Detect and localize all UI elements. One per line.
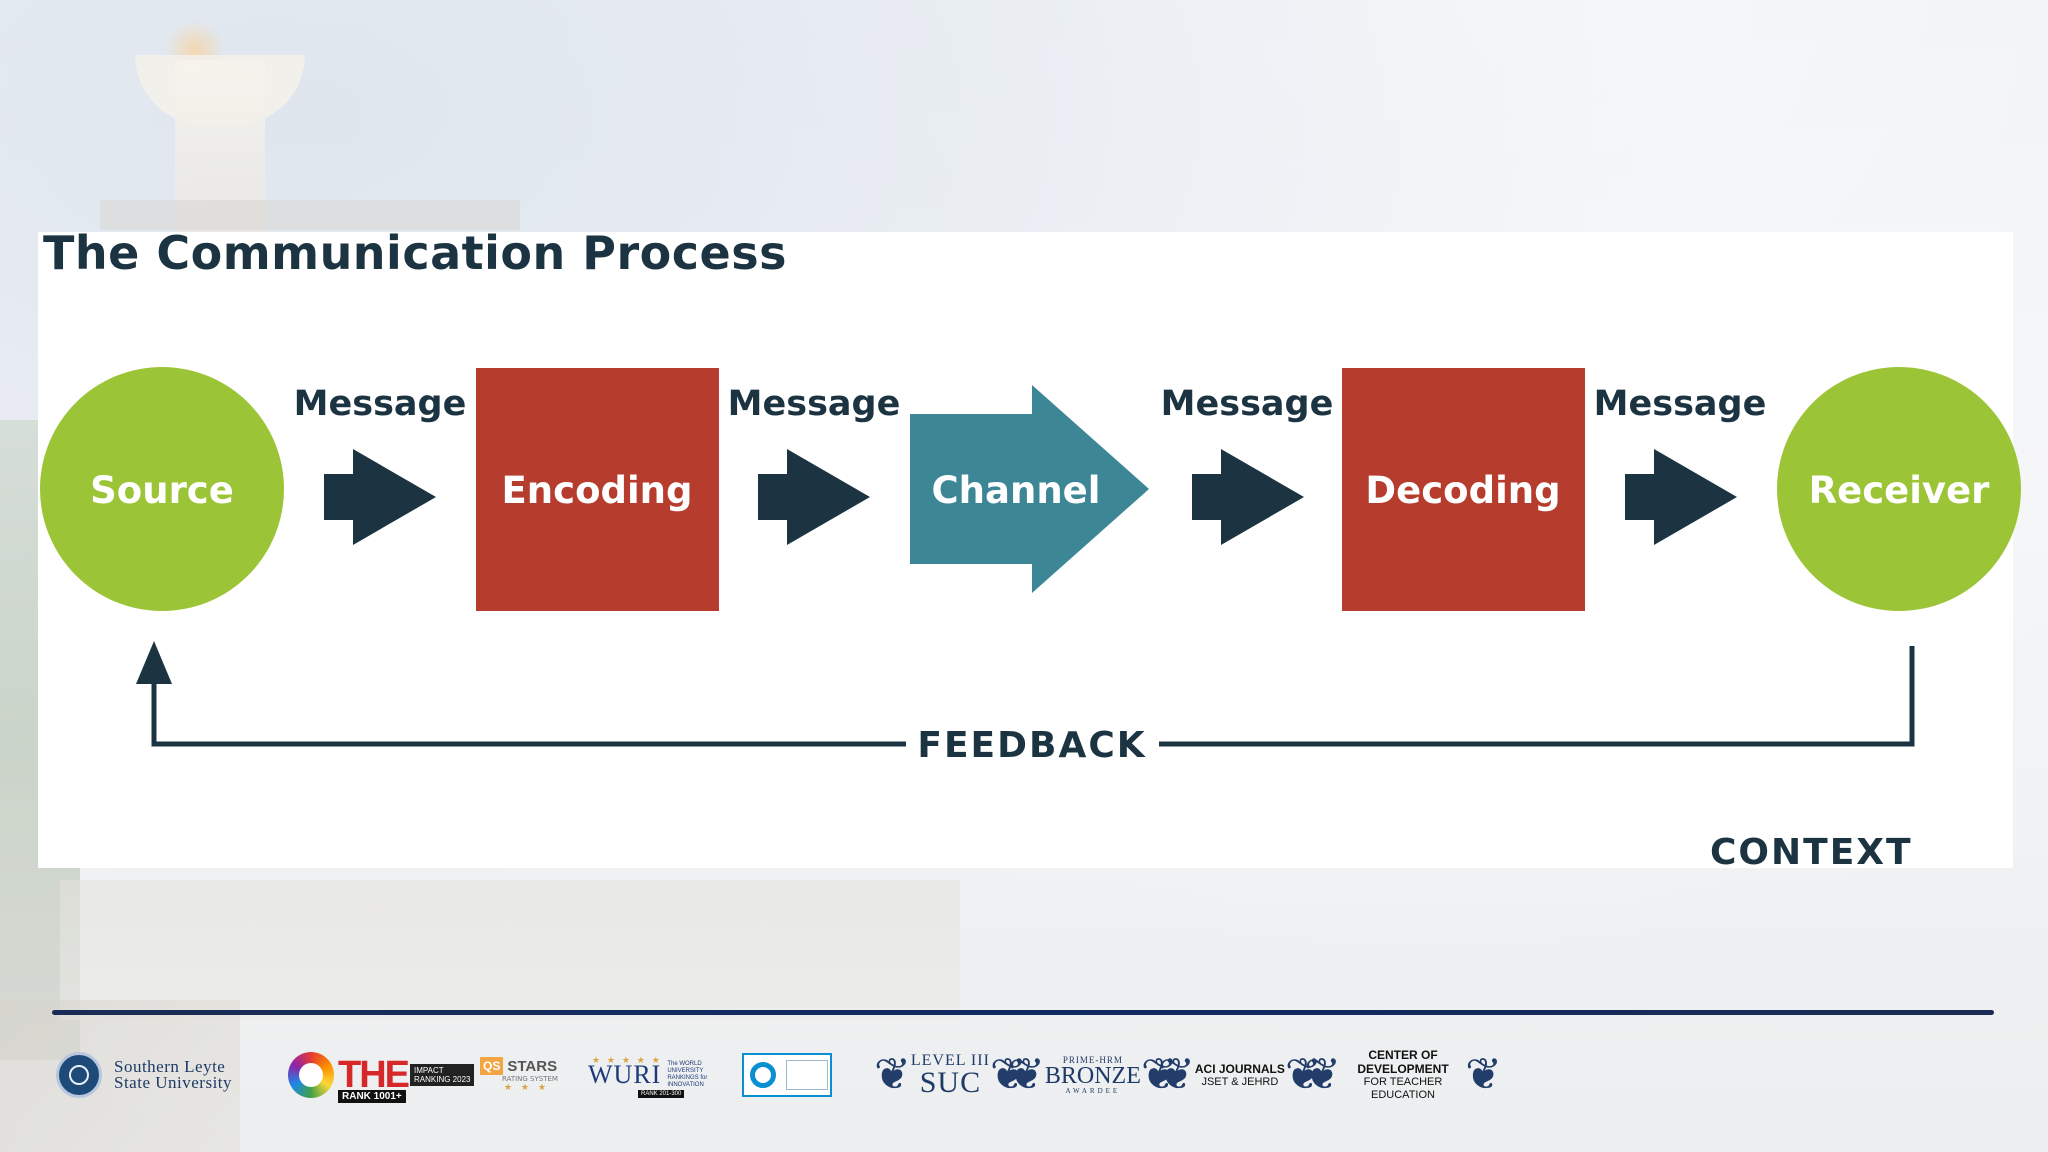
node-channel-label: Channel xyxy=(932,469,1101,512)
wuri-side-label: The WORLD UNIVERSITY RANKINGS for INNOVA… xyxy=(667,1061,708,1088)
building-roof xyxy=(100,200,520,230)
edge-label-3: Message xyxy=(1161,384,1334,424)
wuri-rank-badge: RANK 201-300 xyxy=(638,1090,685,1098)
edge-arrow-3 xyxy=(1192,449,1304,545)
edge-source-encoding: Message xyxy=(294,384,467,545)
node-decoding-box xyxy=(1342,368,1585,611)
node-decoding-label: Decoding xyxy=(1365,469,1560,512)
laurel-left-icon: ❦ xyxy=(1008,1049,1045,1100)
prime-hrm-text: PRIME-HRM BRONZE AWARDEE xyxy=(1045,1055,1141,1095)
qs-star-rating: ★ ★ ★ xyxy=(504,1083,549,1093)
stone-wall xyxy=(0,1000,240,1152)
level-iii-suc-text: LEVEL III SUC xyxy=(910,1052,990,1099)
level-top: LEVEL III xyxy=(910,1052,990,1069)
edge-arrow-1 xyxy=(324,449,436,545)
aci-top: ACI JOURNALS xyxy=(1194,1061,1285,1076)
edge-channel-decoding: Message xyxy=(1161,384,1334,545)
edge-label-1: Message xyxy=(294,384,467,424)
node-receiver-label: Receiver xyxy=(1809,469,1991,512)
certificate-icon xyxy=(786,1060,828,1090)
laurel-right-icon: ❦ xyxy=(1140,1049,1178,1100)
the-brand: THE xyxy=(338,1053,410,1096)
the-impact-ranking-logo: THE IMPACT RANKING 2023 RANK 1001+ xyxy=(288,1040,475,1110)
edge-label-2: Message xyxy=(728,384,901,424)
socotec-box xyxy=(742,1053,832,1097)
bronze-top: PRIME-HRM xyxy=(1062,1055,1123,1065)
university-logo: Southern Leyte State University xyxy=(56,1040,232,1110)
the-side-line2: RANKING 2023 xyxy=(414,1075,471,1084)
node-receiver-circle xyxy=(1777,367,2021,611)
edge-arrow-4 xyxy=(1625,449,1737,545)
level-iii-suc-logo: ❦ LEVEL III SUC ❦ xyxy=(874,1040,1027,1110)
wuri-brand: WURI xyxy=(588,1060,662,1089)
edge-arrow-2 xyxy=(758,449,870,545)
the-rank-badge: RANK 1001+ xyxy=(338,1090,406,1103)
cod-top: CENTER OF DEVELOPMENT xyxy=(1357,1048,1449,1076)
prime-hrm-bronze-logo: ❦ PRIME-HRM BRONZE AWARDEE ❦ xyxy=(1008,1040,1178,1110)
qs-badge: QS xyxy=(480,1057,504,1075)
socotec-logo xyxy=(742,1040,832,1110)
wall xyxy=(60,880,960,1020)
university-seal-icon xyxy=(56,1052,102,1098)
laurel-right-icon: ❦ xyxy=(1284,1049,1322,1100)
university-name-line2: State University xyxy=(114,1073,233,1092)
footer-divider xyxy=(52,1010,1994,1015)
wuri-stars: ★ ★ ★ ★ ★ xyxy=(592,1056,662,1066)
context-label: CONTEXT xyxy=(1710,832,1913,873)
edge-decoding-receiver: Message xyxy=(1594,384,1767,545)
feedback-line-right xyxy=(1159,646,1915,747)
slide-title: The Communication Process xyxy=(43,226,787,280)
qs-stars-logo: QS STARS RATING SYSTEM ★ ★ ★ xyxy=(480,1040,558,1110)
laurel-left-icon: ❦ xyxy=(1158,1049,1195,1100)
feedback-arrowhead-icon xyxy=(136,641,172,684)
aci-journals-text: ACI JOURNALS JSET & JEHRD xyxy=(1195,1062,1285,1089)
node-source-circle xyxy=(40,367,284,611)
accreditation-footer: Southern Leyte State University THE IMPA… xyxy=(52,1040,1502,1110)
feedback-loop: FEEDBACK xyxy=(136,641,1915,766)
wuri-logo: ★ ★ ★ ★ ★ WURI The WORLD UNIVERSITY RANK… xyxy=(588,1040,717,1110)
qs-stars-sub: RATING SYSTEM xyxy=(502,1075,558,1083)
cod-sub: FOR TEACHER EDUCATION xyxy=(1363,1076,1443,1101)
the-side-line1: IMPACT xyxy=(414,1066,444,1075)
aci-journals-logo: ❦ ACI JOURNALS JSET & JEHRD ❦ xyxy=(1158,1040,1322,1110)
bronze-sub: AWARDEE xyxy=(1065,1087,1121,1095)
level-main: SUC xyxy=(919,1066,982,1099)
feedback-label: FEEDBACK xyxy=(917,725,1146,766)
laurel-right-icon: ❦ xyxy=(989,1049,1027,1100)
edge-label-4: Message xyxy=(1594,384,1767,424)
node-source-label: Source xyxy=(90,469,234,512)
center-of-development-text: CENTER OF DEVELOPMENT FOR TEACHER EDUCAT… xyxy=(1341,1048,1465,1102)
node-channel-arrow xyxy=(910,385,1149,593)
laurel-right-icon: ❦ xyxy=(1465,1049,1502,1100)
qs-stars-word: STARS xyxy=(507,1057,558,1075)
aci-sub: JSET & JEHRD xyxy=(1201,1075,1279,1088)
center-of-development-logo: ❦ CENTER OF DEVELOPMENT FOR TEACHER EDUC… xyxy=(1304,1040,1502,1110)
university-name: Southern Leyte State University xyxy=(114,1057,233,1092)
bronze-main: BRONZE xyxy=(1044,1063,1141,1089)
socotec-c-icon xyxy=(750,1062,776,1088)
node-encoding-label: Encoding xyxy=(502,469,693,512)
qs-stars-top: QS STARS xyxy=(480,1057,557,1075)
the-side-label: IMPACT RANKING 2023 xyxy=(410,1064,475,1086)
laurel-left-icon: ❦ xyxy=(874,1049,911,1100)
university-name-line1: Southern Leyte xyxy=(114,1057,226,1076)
laurel-left-icon: ❦ xyxy=(1304,1049,1341,1100)
node-encoding-box xyxy=(476,368,719,611)
feedback-line-left xyxy=(151,676,906,747)
the-ring-icon xyxy=(288,1052,334,1098)
edge-encoding-channel: Message xyxy=(728,384,901,545)
qs-stars-box: QS STARS RATING SYSTEM ★ ★ ★ xyxy=(480,1057,558,1093)
